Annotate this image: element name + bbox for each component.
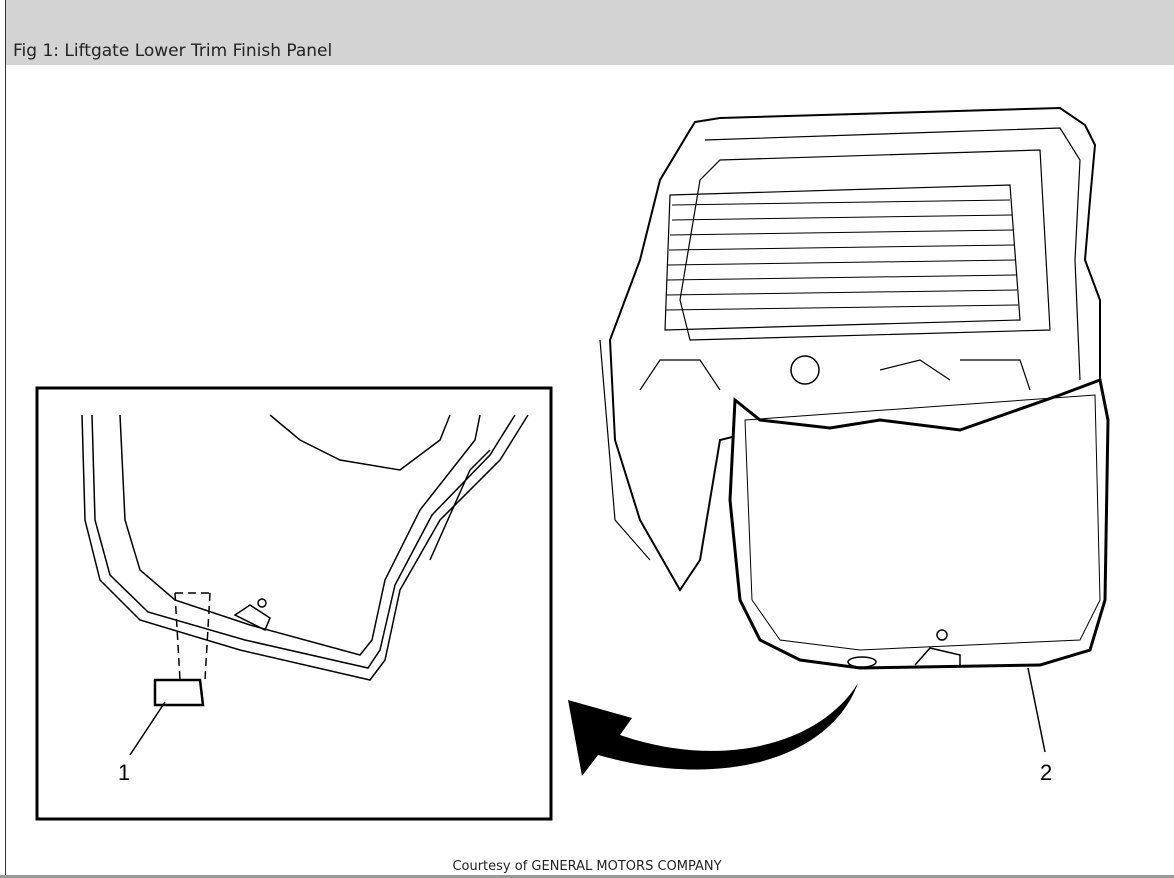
- detail-inset: [35, 386, 553, 821]
- bottom-divider: [0, 875, 1174, 878]
- figure-header: Fig 1: Liftgate Lower Trim Finish Panel: [6, 0, 1174, 65]
- callout-1: 1: [118, 760, 130, 785]
- lower-trim-panel: [728, 377, 1110, 670]
- direction-arrow: [568, 683, 858, 776]
- callout-2: 2: [1040, 760, 1052, 785]
- page-frame: [5, 0, 1174, 876]
- liftgate-diagram: 2 1: [35, 106, 1110, 821]
- inset-illustration: [81, 414, 529, 707]
- figure-title: Fig 1: Liftgate Lower Trim Finish Panel: [13, 41, 333, 61]
- liftgate-illustration: [599, 106, 1101, 592]
- callout-2-leader: [1027, 667, 1046, 753]
- figure-credit: Courtesy of GENERAL MOTORS COMPANY: [452, 859, 722, 874]
- callout-1-leader: [129, 701, 166, 756]
